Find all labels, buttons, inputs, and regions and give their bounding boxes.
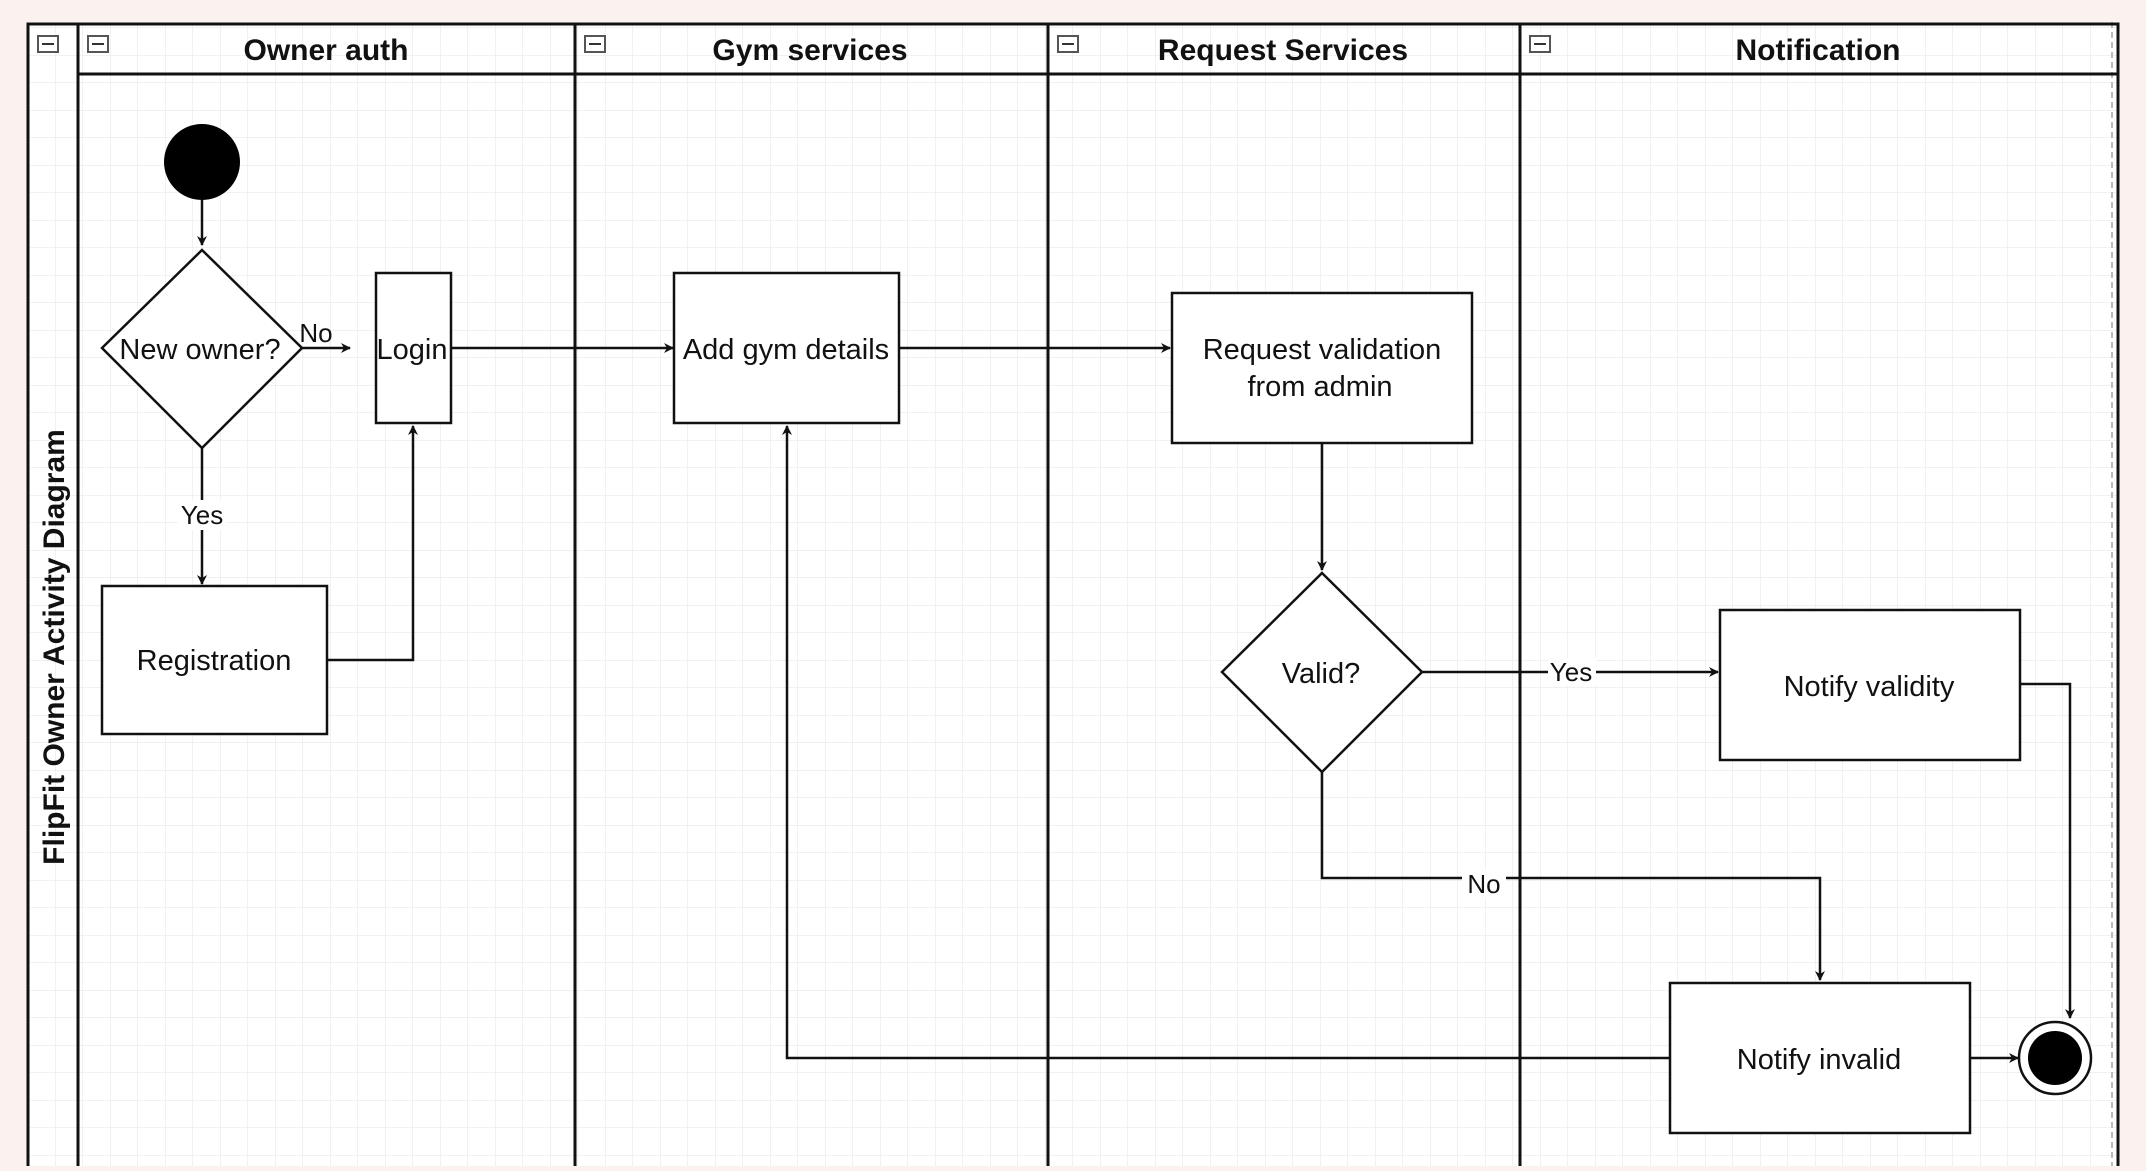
lane-collapse-icon[interactable] [1057,35,1079,53]
end-node[interactable] [2017,1020,2093,1096]
lane-request-services: Request Services [1048,34,1520,76]
lane-title-notification: Notification [1736,34,1901,67]
action-request-validation[interactable]: Request validation from admin [1170,291,1474,445]
edge-label-yes: Yes [181,500,223,530]
action-notify-validity[interactable]: Notify validity [1718,608,2022,762]
pool: FlipFit Owner Activity Diagram [26,22,2120,1171]
pool-title: FlipFit Owner Activity Diagram [38,429,71,865]
action-login[interactable]: Login [374,271,453,425]
action-add-gym-details[interactable]: Add gym details [672,271,901,425]
lane-collapse-icon[interactable] [87,35,109,53]
edge-notify-validity-to-end[interactable] [2020,682,2075,1019]
edge-label-no: No [299,318,332,348]
edge-valid-no-to-notify-invalid[interactable] [1320,772,1825,981]
action-notify-invalid-label: Notify invalid [1737,1044,1901,1076]
lane-collapse-icon[interactable] [1529,35,1551,53]
lane-collapse-icon[interactable] [584,35,606,53]
edge-label-yes: Yes [1550,657,1592,687]
decision-new-owner-label: New owner? [119,334,280,366]
action-request-validation-label-line2: from admin [1247,371,1392,403]
lane-notification: Notification [1520,34,2118,76]
lane-title-gym-services: Gym services [712,34,907,67]
action-registration[interactable]: Registration [100,584,329,736]
action-registration-label: Registration [137,645,292,677]
action-notify-validity-label: Notify validity [1784,671,1955,703]
lane-title-request-services: Request Services [1158,34,1408,67]
action-request-validation-label-line1: Request validation [1203,334,1442,366]
action-notify-invalid[interactable]: Notify invalid [1668,981,1972,1135]
decision-valid[interactable]: Valid? [1220,571,1424,774]
pool-collapse-icon[interactable] [37,35,59,53]
start-node[interactable] [164,124,240,200]
decision-valid-label: Valid? [1282,658,1360,690]
lane-title-owner-auth: Owner auth [243,34,408,67]
edges [197,200,2075,1063]
action-add-gym-details-label: Add gym details [683,334,889,366]
edge-notify-invalid-to-add-gym[interactable] [782,425,1670,1060]
lane-gym-services: Gym services [575,34,1048,76]
edge-registration-to-login[interactable] [327,425,418,662]
decision-new-owner[interactable]: New owner? [100,248,304,450]
lane-owner-auth: Owner auth [78,34,575,76]
edge-label-no: No [1467,869,1500,899]
action-login-label: Login [377,334,448,366]
